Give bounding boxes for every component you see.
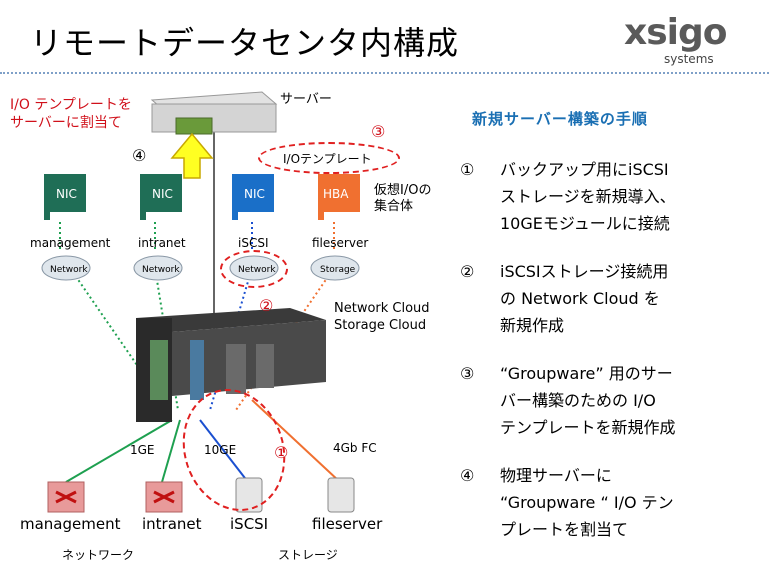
io-assign-line1: I/O テンプレートを: [10, 97, 132, 113]
nic-card-3-label: NIC: [244, 187, 265, 201]
cloud-label-management: management: [30, 236, 111, 250]
virtual-io-label-line2: 集合体: [374, 199, 414, 214]
storage-item-fileserver: fileserver: [312, 515, 383, 533]
iscsi-storage-icon: [235, 477, 263, 513]
step-marker-1: ①: [274, 443, 289, 462]
virtual-io-label-line1: 仮想I/Oの: [374, 183, 432, 198]
step-3-line3: テンプレートを新規作成: [500, 418, 676, 437]
network-group-caption: ネットワーク: [62, 548, 135, 562]
mgmt-link: [65, 419, 173, 483]
steps-title: 新規サーバー構築の手順: [472, 110, 648, 128]
cloud-label-iscsi: iSCSI: [238, 236, 269, 250]
network-item-intranet: intranet: [142, 515, 202, 533]
step-4-line3: プレートを割当て: [500, 520, 629, 539]
fc-link: [251, 399, 341, 483]
page-title: リモートデータセンタ内構成: [30, 24, 460, 62]
logo-subtitle: systems: [664, 52, 714, 66]
step-4-line1: 物理サーバーに: [500, 466, 612, 485]
io-assign-note: I/O テンプレートを サーバーに割当て: [10, 96, 132, 132]
step-marker-4: ④: [132, 146, 147, 165]
link-1ge-label: 1GE: [130, 443, 155, 457]
iscsi-cloud-highlight: [220, 250, 288, 288]
cloud-management: Network: [41, 255, 91, 281]
step-1-line2: ストレージを新規導入、: [500, 187, 676, 206]
cloud-1-text: Network: [50, 265, 88, 275]
mgmt-dotted-line: [69, 267, 169, 411]
cloud-4-text: Storage: [320, 265, 356, 275]
cloud-caption-line1: Network Cloud: [334, 301, 430, 316]
step-3-line2: バー構築のための I/O: [500, 391, 656, 410]
step-4-line2: “Groupware “ I/O テン: [500, 493, 674, 512]
step-3-line1: “Groupware” 用のサー: [500, 364, 673, 383]
cloud-caption: Network Cloud Storage Cloud: [334, 300, 430, 334]
nic-card-2: NIC: [140, 174, 182, 220]
logo-wordmark: xsigo: [624, 12, 727, 53]
cloud-label-intranet: intranet: [138, 236, 186, 250]
io-template-label: I/Oテンプレート: [283, 152, 372, 166]
step-2-number: ②: [460, 262, 475, 281]
fileserver-storage-icon: [327, 477, 355, 513]
cloud-2-text: Network: [142, 265, 180, 275]
storage-group-caption: ストレージ: [278, 548, 338, 562]
director-switch: [136, 308, 326, 422]
hba-card-label: HBA: [323, 187, 349, 201]
step-1-line1: バックアップ用にiSCSI: [500, 160, 669, 179]
storage-item-iscsi: iSCSI: [230, 515, 269, 533]
hba-card: HBA: [318, 174, 360, 220]
virtual-io-label: 仮想I/Oの 集合体: [374, 183, 431, 215]
network-item-management: management: [20, 515, 121, 533]
cloud-caption-line2: Storage Cloud: [334, 318, 427, 333]
iscsi-link: [199, 419, 249, 483]
intranet-switch-icon: [145, 481, 183, 513]
cloud-intranet: Network: [133, 255, 183, 281]
io-assign-line2: サーバーに割当て: [10, 115, 122, 131]
nic-card-1-label: NIC: [56, 187, 77, 201]
xsigo-logo: xsigo systems: [624, 12, 754, 68]
cloud-storage: Storage: [310, 255, 360, 281]
nic-card-3: NIC: [232, 174, 274, 220]
server-chassis: [150, 91, 278, 135]
step-marker-2: ②: [259, 296, 274, 315]
title-divider: [0, 72, 769, 74]
step-4-number: ④: [460, 466, 475, 485]
cloud-label-fileserver: fileserver: [312, 236, 369, 250]
step-marker-3: ③: [371, 122, 386, 141]
nic-card-2-label: NIC: [152, 187, 173, 201]
io-template-highlight: [258, 142, 400, 174]
server-label: サーバー: [280, 92, 332, 107]
assign-arrow: [170, 132, 214, 179]
step-2-line3: 新規作成: [500, 316, 565, 335]
step-3-number: ③: [460, 364, 475, 383]
step-2-line1: iSCSIストレージ接続用: [500, 262, 669, 281]
nic-card-1: NIC: [44, 174, 86, 220]
link-fc-label: 4Gb FC: [333, 441, 377, 455]
link-10ge-label: 10GE: [204, 443, 237, 457]
step-1-number: ①: [460, 160, 475, 179]
step-2-line2: の Network Cloud を: [500, 289, 660, 308]
intranet-link: [161, 419, 181, 483]
step-1-line3: 10GEモジュールに接続: [500, 214, 670, 233]
mgmt-switch-icon: [47, 481, 85, 513]
